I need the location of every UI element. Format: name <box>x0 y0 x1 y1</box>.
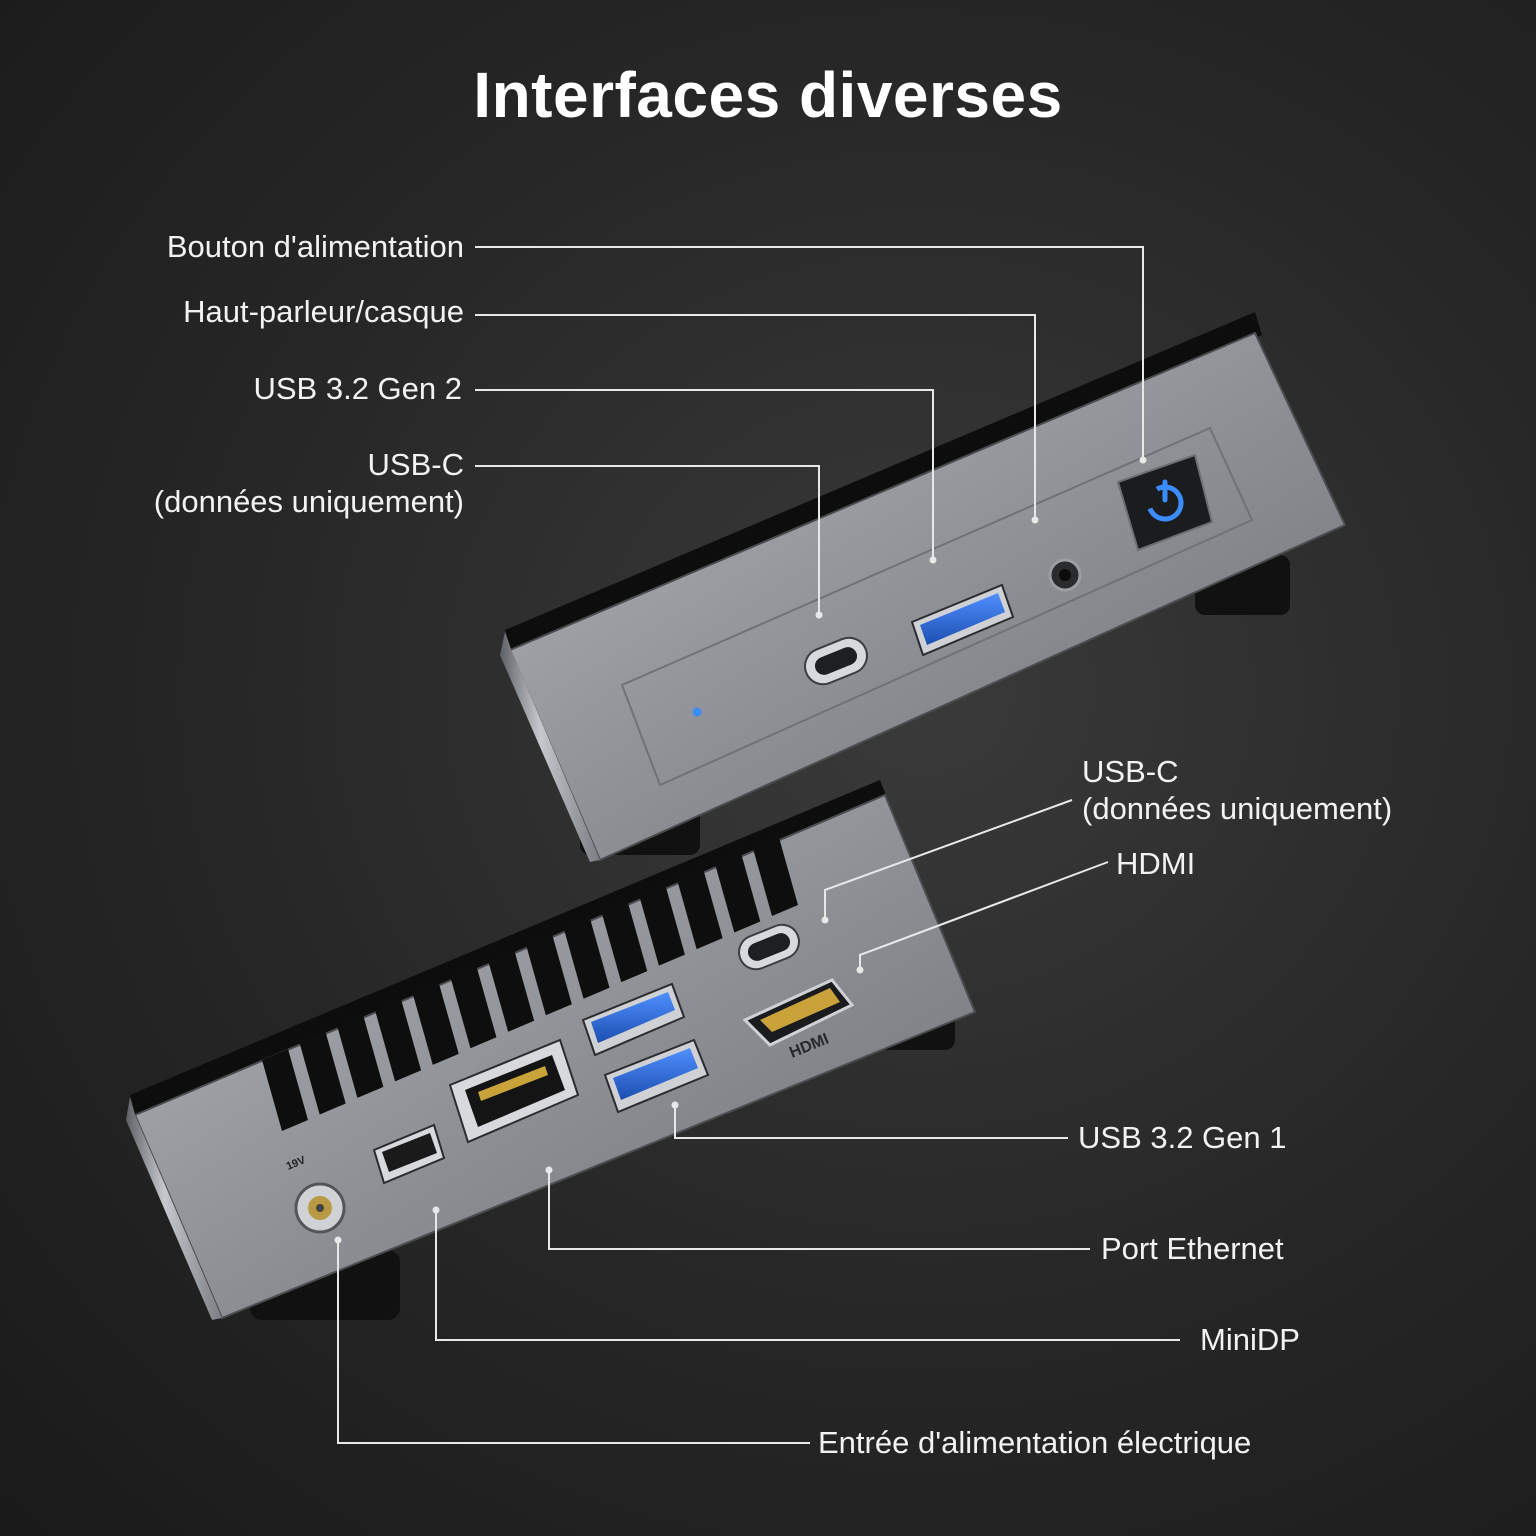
vent-slot <box>752 834 798 916</box>
vent-slot <box>563 916 610 999</box>
power-button <box>1116 453 1214 552</box>
vent-slot <box>299 1032 346 1115</box>
label-front-usbc-line1: USB-C <box>367 447 464 482</box>
label-hdmi: HDMI <box>1116 846 1196 881</box>
audio-jack <box>1048 558 1082 592</box>
vent-slot <box>638 883 685 966</box>
ethernet-port <box>448 1038 580 1144</box>
vent-slot <box>676 867 723 950</box>
status-led <box>692 707 702 717</box>
vent-slot <box>488 949 535 1032</box>
vent-slot <box>714 850 761 933</box>
vent-slot <box>262 1049 308 1131</box>
front-usba-port <box>910 583 1015 657</box>
rear-unit: HDMI 19V <box>126 780 977 1320</box>
front-unit <box>500 312 1347 862</box>
vent-slot <box>412 982 459 1065</box>
callout-lines <box>337 246 1180 1444</box>
label-front-usbc-line2: (données uniquement) <box>153 484 464 519</box>
vent-slot <box>337 1015 384 1098</box>
label-ethernet: Port Ethernet <box>1101 1231 1284 1266</box>
usb-gen1-port-bottom <box>603 1038 710 1114</box>
page-title: Interfaces diverses <box>473 59 1063 131</box>
label-audio-jack: Haut-parleur/casque <box>183 294 464 329</box>
vent-slot <box>450 966 497 1049</box>
label-usb-gen2: USB 3.2 Gen 2 <box>253 371 462 406</box>
minidp-port <box>372 1123 446 1185</box>
rear-usbc-port <box>738 923 800 971</box>
front-usbc-port <box>804 636 868 686</box>
label-power-button: Bouton d'alimentation <box>166 229 464 264</box>
label-rear-usbc-line1: USB-C <box>1082 754 1179 789</box>
label-power-input: Entrée d'alimentation électrique <box>818 1425 1252 1460</box>
front-top-edge <box>505 312 1262 652</box>
vent-slot <box>525 933 572 1016</box>
label-rear-usbc-line2: (données uniquement) <box>1082 791 1393 826</box>
vent-grille <box>262 834 798 1131</box>
front-inset-panel <box>620 426 1254 787</box>
usb-gen1-port-top <box>581 982 686 1057</box>
vent-slot <box>601 900 648 983</box>
vent-slot <box>375 999 422 1082</box>
label-minidp: MiniDP <box>1200 1322 1300 1357</box>
callout-dots <box>334 456 1147 1244</box>
label-usb-gen1: USB 3.2 Gen 1 <box>1078 1120 1287 1155</box>
